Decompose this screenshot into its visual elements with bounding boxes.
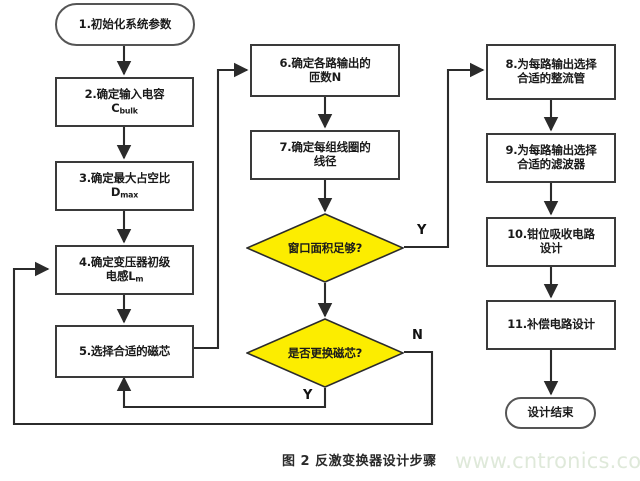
node-step8-line1: 8.为每路输出选择 (505, 57, 597, 72)
node-step11-label: 11.补偿电路设计 (507, 317, 595, 332)
node-step2-subscript: bulk (119, 106, 138, 116)
node-step2-label: 2.确定输入电容 (84, 87, 165, 102)
node-step4-symbol: L (128, 268, 136, 283)
edge-step5-to-step6 (194, 62, 249, 350)
node-decision2-label: 是否更换磁芯? (287, 346, 363, 360)
node-decision1-label: 窗口面积足够? (287, 241, 363, 255)
node-step3-subscript: max (120, 190, 139, 200)
node-step6-line2: 匝数N (308, 69, 341, 84)
figure-caption: 图 2 反激变换器设计步骤 (282, 454, 437, 469)
node-step3-label: 3.确定最大占空比 (78, 171, 171, 186)
node-step2-symbol: C (111, 100, 120, 115)
branch-label-decision2-yes: Y (303, 388, 313, 403)
node-step8-text: 8.为每路输出选择 合适的整流管 (501, 58, 600, 85)
node-step9-text: 9.为每路输出选择 合适的滤波器 (501, 144, 600, 171)
node-step8[interactable]: 8.为每路输出选择 合适的整流管 (486, 44, 616, 100)
node-step7[interactable]: 7.确定每组线圈的 线径 (250, 130, 400, 180)
node-step7-line2: 线径 (313, 154, 337, 168)
node-decision2[interactable]: 是否更换磁芯? (246, 318, 404, 388)
node-step10[interactable]: 10.钳位吸收电路 设计 (486, 217, 616, 267)
node-step2-text: 2.确定输入电容 Cbulk (81, 87, 169, 116)
branch-label-decision2-no: N (412, 328, 423, 343)
decision2-shape (246, 318, 404, 388)
node-start[interactable]: 1.初始化系统参数 (55, 3, 195, 46)
edge-decision2-yes-to-step5 (116, 376, 327, 409)
node-step3-text: 3.确定最大占空比 Dmax (75, 171, 174, 200)
node-step5[interactable]: 5.选择合适的磁芯 (55, 325, 194, 378)
node-step8-line2: 合适的整流管 (517, 71, 585, 85)
node-step6[interactable]: 6.确定各路输出的 匝数N (250, 44, 400, 97)
node-step4-subscript: m (135, 274, 144, 284)
node-end-label: 设计结束 (527, 405, 574, 420)
node-decision1[interactable]: 窗口面积足够? (246, 213, 404, 283)
node-step2[interactable]: 2.确定输入电容 Cbulk (55, 77, 194, 127)
node-step10-line1: 10.钳位吸收电路 (507, 227, 595, 242)
edge-decision2-no-to-step4 (12, 261, 434, 426)
node-step4[interactable]: 4.确定变压器初级 电感Lm (55, 245, 194, 295)
decision1-shape (246, 213, 404, 283)
node-step4-text: 4.确定变压器初级 电感Lm (75, 255, 174, 284)
node-step6-text: 6.确定各路输出的 匝数N (275, 55, 374, 84)
node-step9-line1: 9.为每路输出选择 (505, 143, 597, 158)
edge-decision1-yes-to-step8 (404, 62, 485, 249)
node-step10-text: 10.钳位吸收电路 设计 (503, 228, 599, 255)
node-step7-text: 7.确定每组线圈的 线径 (275, 141, 374, 168)
node-step3-symbol: D (110, 184, 121, 199)
node-step4-line2: 电感 (105, 268, 129, 283)
node-step4-line1: 4.确定变压器初级 (78, 255, 171, 270)
node-step3[interactable]: 3.确定最大占空比 Dmax (55, 161, 194, 211)
node-end[interactable]: 设计结束 (505, 397, 596, 429)
node-step11[interactable]: 11.补偿电路设计 (486, 300, 616, 350)
node-start-label: 1.初始化系统参数 (78, 16, 172, 31)
node-step10-line2: 设计 (539, 241, 563, 255)
node-step7-line1: 7.确定每组线圈的 (279, 140, 371, 155)
site-watermark: www.cntronics.com (455, 449, 640, 473)
node-step5-label: 5.选择合适的磁芯 (78, 343, 171, 358)
node-step6-line1: 6.确定各路输出的 (279, 55, 371, 70)
node-step9[interactable]: 9.为每路输出选择 合适的滤波器 (486, 133, 616, 183)
node-step9-line2: 合适的滤波器 (517, 157, 585, 171)
branch-label-decision1-yes: Y (417, 223, 427, 238)
